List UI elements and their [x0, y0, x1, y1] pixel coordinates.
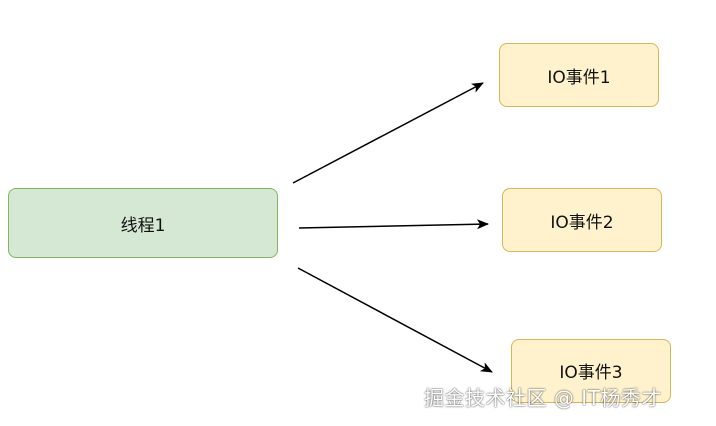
edge-thread-to-io2	[298, 219, 489, 230]
io-event-label-1: IO事件1	[547, 67, 611, 88]
io-event-label-3: IO事件3	[559, 363, 623, 383]
io-event-node-2: IO事件2	[502, 188, 662, 252]
thread-node-label: 线程1	[120, 215, 166, 236]
io-event-node-3: IO事件3	[511, 339, 671, 403]
io-event-label-2: IO事件2	[550, 212, 614, 233]
watermark-text: 掘金技术社区 @ IT杨秀才	[424, 386, 662, 410]
thread-node: 线程1	[8, 188, 278, 258]
edge-thread-to-io1	[292, 82, 484, 184]
edge-thread-to-io3	[297, 267, 493, 373]
io-event-node-1: IO事件1	[499, 43, 659, 107]
